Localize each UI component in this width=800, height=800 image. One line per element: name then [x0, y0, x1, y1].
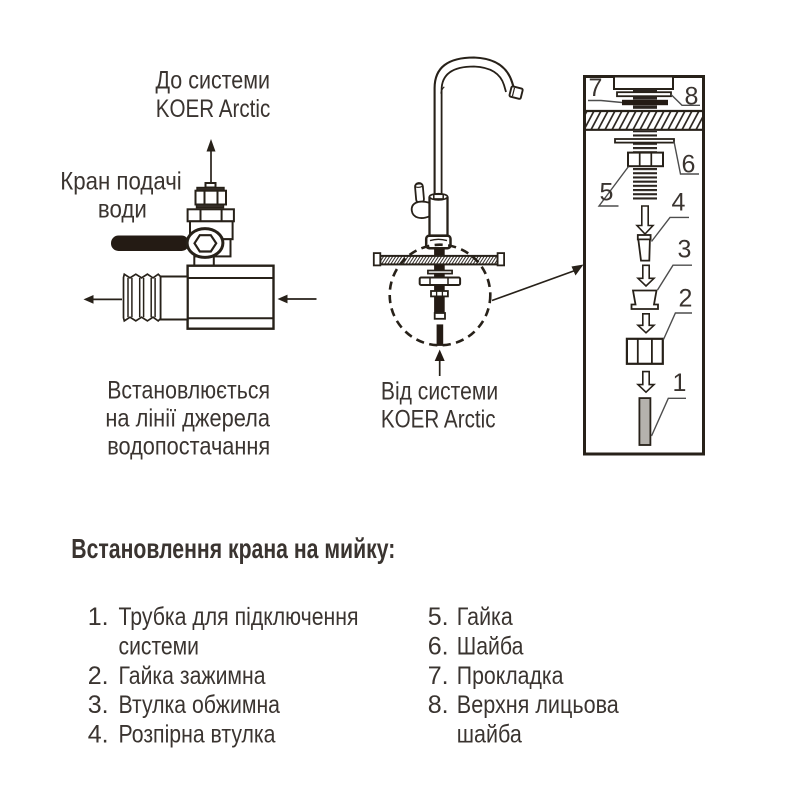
svg-text:на лінії джерела: на лінії джерела — [105, 405, 270, 433]
svg-text:8: 8 — [685, 82, 699, 110]
svg-text:Розпірна втулка: Розпірна втулка — [119, 720, 276, 748]
svg-text:Гайка: Гайка — [457, 603, 513, 631]
svg-text:Трубка для підключення: Трубка для підключення — [119, 603, 359, 631]
svg-text:1.: 1. — [88, 603, 109, 631]
svg-text:2.: 2. — [88, 662, 109, 690]
svg-text:KOER Arctic: KOER Arctic — [381, 406, 496, 434]
svg-text:2: 2 — [679, 285, 693, 313]
svg-text:системи: системи — [119, 633, 200, 661]
svg-text:Шайба: Шайба — [457, 633, 524, 661]
svg-text:До системи: До системи — [156, 67, 271, 95]
svg-text:водопостачання: водопостачання — [107, 433, 270, 461]
svg-text:KOER Arctic: KOER Arctic — [156, 95, 271, 123]
svg-text:8.: 8. — [428, 691, 449, 719]
svg-text:1: 1 — [673, 369, 687, 397]
svg-text:4.: 4. — [88, 720, 109, 748]
svg-text:Кран подачі: Кран подачі — [60, 168, 182, 196]
svg-text:Встановлюється: Встановлюється — [107, 377, 270, 405]
svg-text:шайба: шайба — [457, 720, 522, 748]
svg-text:7.: 7. — [428, 662, 449, 690]
svg-text:4: 4 — [672, 189, 686, 217]
svg-text:7: 7 — [589, 74, 603, 102]
svg-text:Від системи: Від системи — [381, 378, 498, 406]
svg-text:Прокладка: Прокладка — [457, 662, 564, 690]
svg-text:Втулка обжимна: Втулка обжимна — [119, 691, 281, 719]
svg-text:5.: 5. — [428, 603, 449, 631]
svg-text:води: води — [98, 196, 147, 224]
svg-text:3.: 3. — [88, 691, 109, 719]
svg-text:Встановлення крана на мийку:: Встановлення крана на мийку: — [71, 533, 395, 564]
svg-text:5: 5 — [600, 178, 614, 206]
svg-text:3: 3 — [678, 235, 692, 263]
svg-text:6.: 6. — [428, 633, 449, 661]
svg-text:Гайка зажимна: Гайка зажимна — [119, 662, 266, 690]
svg-text:6: 6 — [682, 150, 696, 178]
svg-text:Верхня лицьова: Верхня лицьова — [457, 691, 619, 719]
